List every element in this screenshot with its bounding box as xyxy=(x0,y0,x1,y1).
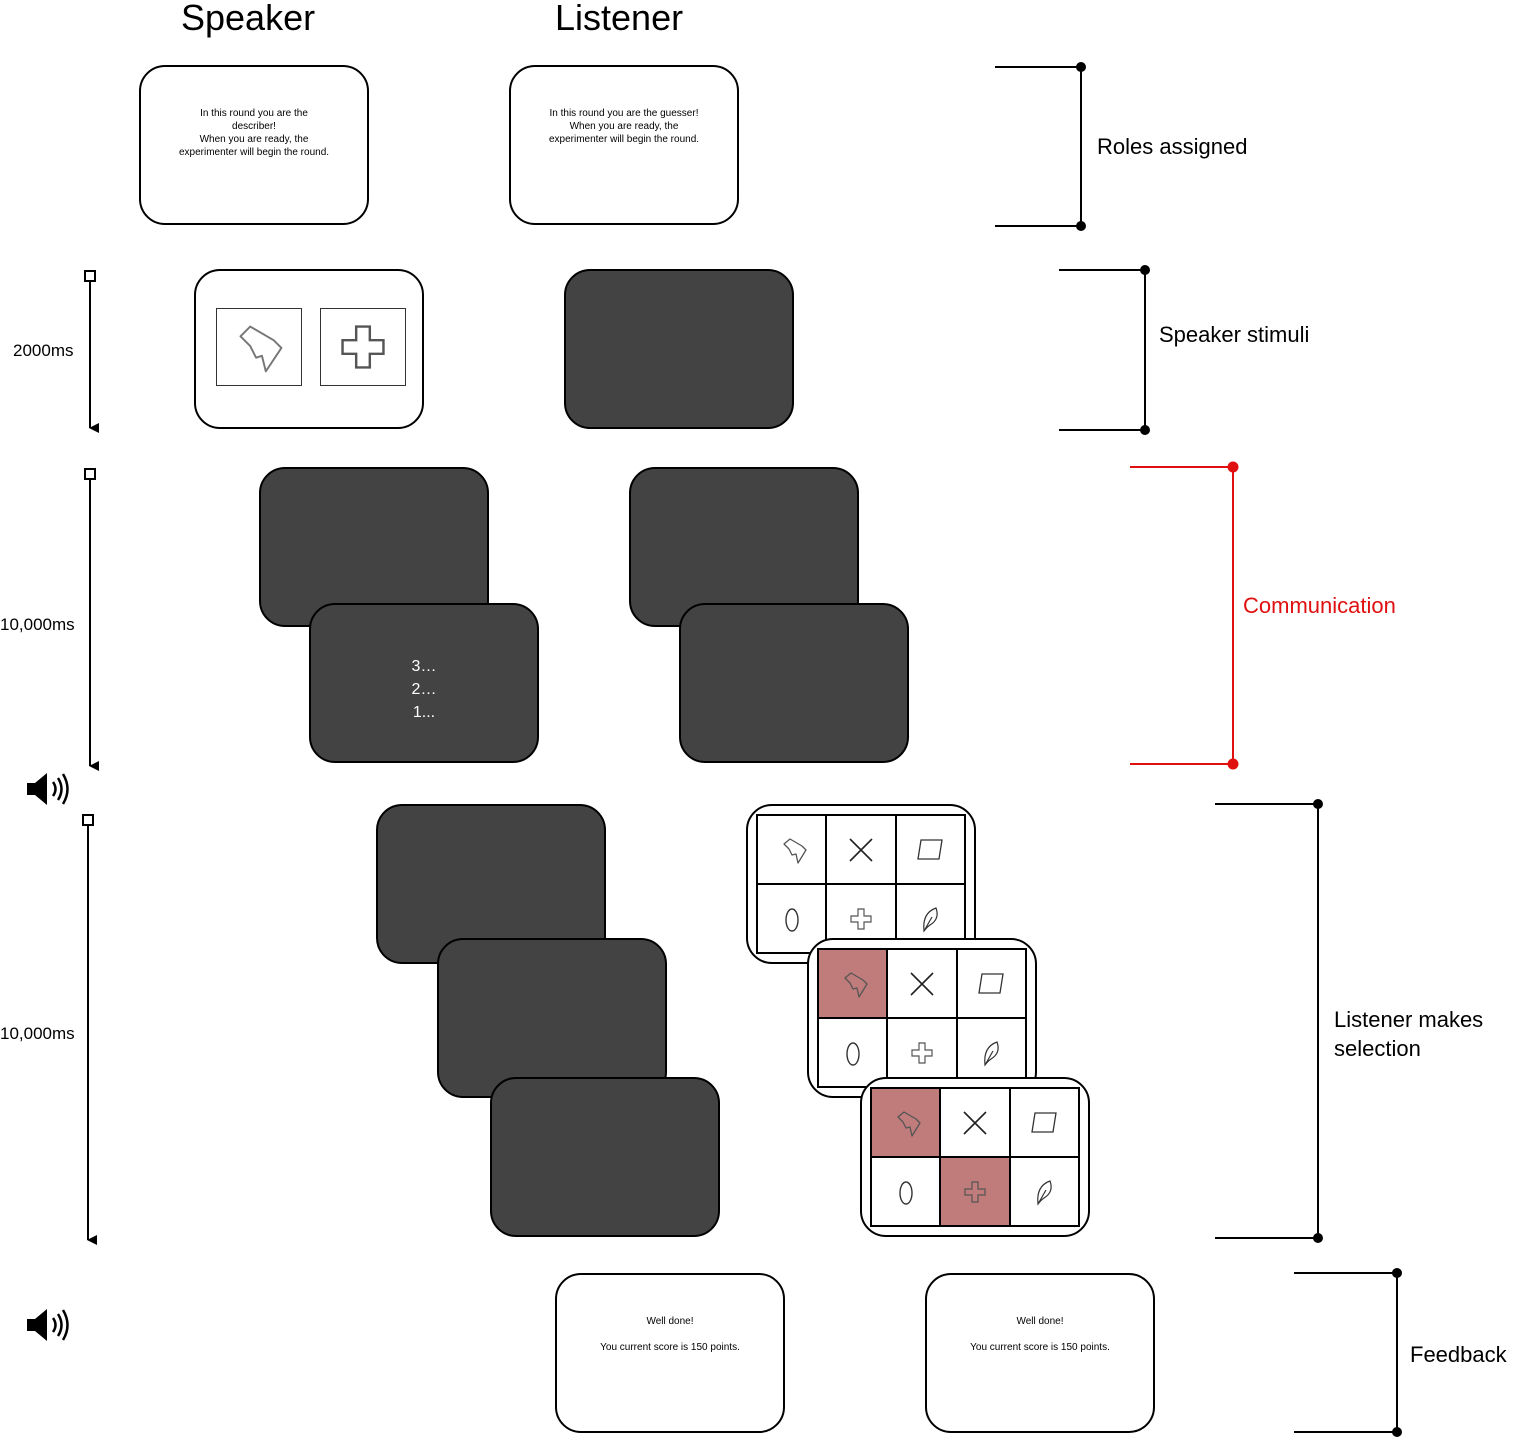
grid-cell[interactable] xyxy=(819,1019,887,1086)
oval-icon xyxy=(898,1180,913,1205)
x-shape-icon xyxy=(849,837,873,862)
timeline-communication xyxy=(84,468,99,771)
speaker-volume-icon xyxy=(25,771,71,807)
stimulus-distractor xyxy=(320,308,406,386)
parallelogram-icon xyxy=(978,972,1005,994)
listener-blank-screen xyxy=(629,467,859,627)
shape-grid xyxy=(817,948,1027,1088)
timeline-stimuli xyxy=(84,270,99,433)
stimulus-target xyxy=(216,308,302,386)
speaker-role-screen: In this round you are the describer! Whe… xyxy=(139,65,369,225)
grid-cell[interactable] xyxy=(957,950,1025,1017)
leaf-shape-icon xyxy=(984,1040,1000,1067)
parallelogram-icon xyxy=(1031,1111,1058,1133)
bracket-feedback xyxy=(1294,1268,1402,1437)
listener-heading: Listener xyxy=(555,0,684,38)
oval-icon xyxy=(845,1041,860,1066)
bracket-selection xyxy=(1215,799,1323,1243)
cross-shape-icon xyxy=(964,1180,986,1203)
duration-selection: 10,000ms xyxy=(0,1024,75,1043)
parallelogram-icon xyxy=(917,838,944,860)
square-marker-icon xyxy=(84,468,96,480)
shape-grid xyxy=(756,814,966,954)
phase-label-stimuli: Speaker stimuli xyxy=(1159,322,1310,347)
phase-label-feedback: Feedback xyxy=(1410,1342,1507,1367)
speaker-volume-icon xyxy=(25,1307,71,1343)
grid-cell[interactable] xyxy=(758,816,826,883)
listener-feedback-screen: Well done! You current score is 150 poin… xyxy=(925,1273,1155,1433)
abstract-blob-icon xyxy=(239,325,283,373)
speaker-role-text: In this round you are the describer! Whe… xyxy=(178,108,330,158)
oval-icon xyxy=(784,907,799,932)
x-shape-icon xyxy=(963,1110,987,1135)
countdown-text: 3… 2… 1... xyxy=(411,658,437,721)
cross-shape-icon xyxy=(911,1041,933,1064)
bracket-communication xyxy=(1130,461,1239,770)
cross-shape-icon xyxy=(850,907,872,930)
listener-blank-screen xyxy=(564,269,794,429)
grid-cell[interactable] xyxy=(872,1158,940,1225)
leaf-shape-icon xyxy=(1037,1179,1053,1206)
square-marker-icon xyxy=(82,814,94,826)
timeline-selection xyxy=(82,814,97,1245)
speaker-blank-screen xyxy=(437,938,667,1098)
listener-grid-screen-2 xyxy=(807,938,1037,1098)
duration-stimuli: 2000ms xyxy=(13,341,74,360)
listener-grid-screen-3 xyxy=(860,1077,1090,1237)
speaker-feedback-screen: Well done! You current score is 150 poin… xyxy=(555,1273,785,1433)
grid-cell[interactable] xyxy=(758,885,826,952)
grid-cell[interactable] xyxy=(941,1089,1009,1156)
grid-cell[interactable] xyxy=(827,816,895,883)
leaf-shape-icon xyxy=(923,906,939,933)
listener-blank-screen xyxy=(679,603,909,763)
abstract-blob-icon xyxy=(897,1110,921,1137)
shape-grid xyxy=(870,1087,1080,1227)
speaker-stimuli-screen xyxy=(194,269,424,429)
speaker-heading: Speaker xyxy=(181,0,316,38)
speaker-blank-screen xyxy=(259,467,489,627)
feedback-text: Well done! You current score is 150 poin… xyxy=(600,1316,740,1353)
phase-label-communication: Communication xyxy=(1243,593,1396,618)
phase-label-selection: Listener makes selection xyxy=(1334,1007,1484,1061)
speaker-countdown-screen: 3… 2… 1... xyxy=(309,603,539,763)
grid-cell[interactable] xyxy=(888,950,956,1017)
grid-cell[interactable] xyxy=(888,1019,956,1086)
listener-role-screen: In this round you are the guesser! When … xyxy=(509,65,739,225)
abstract-blob-icon xyxy=(783,837,807,864)
grid-cell[interactable] xyxy=(957,1019,1025,1086)
listener-role-text: In this round you are the guesser! When … xyxy=(548,108,700,145)
duration-communication: 10,000ms xyxy=(0,615,75,634)
grid-cell[interactable] xyxy=(1010,1089,1078,1156)
grid-cell[interactable] xyxy=(896,816,964,883)
grid-cell[interactable] xyxy=(941,1158,1009,1225)
grid-cell[interactable] xyxy=(872,1089,940,1156)
cross-shape-icon xyxy=(341,325,385,369)
feedback-text: Well done! You current score is 150 poin… xyxy=(970,1316,1110,1353)
abstract-blob-icon xyxy=(844,971,868,998)
phase-label-roles: Roles assigned xyxy=(1097,134,1248,159)
grid-cell[interactable] xyxy=(819,950,887,1017)
square-marker-icon xyxy=(84,270,96,282)
x-shape-icon xyxy=(910,971,934,996)
bracket-roles xyxy=(995,62,1086,231)
bracket-stimuli xyxy=(1059,265,1150,435)
grid-cell[interactable] xyxy=(1010,1158,1078,1225)
speaker-blank-screen xyxy=(490,1077,720,1237)
